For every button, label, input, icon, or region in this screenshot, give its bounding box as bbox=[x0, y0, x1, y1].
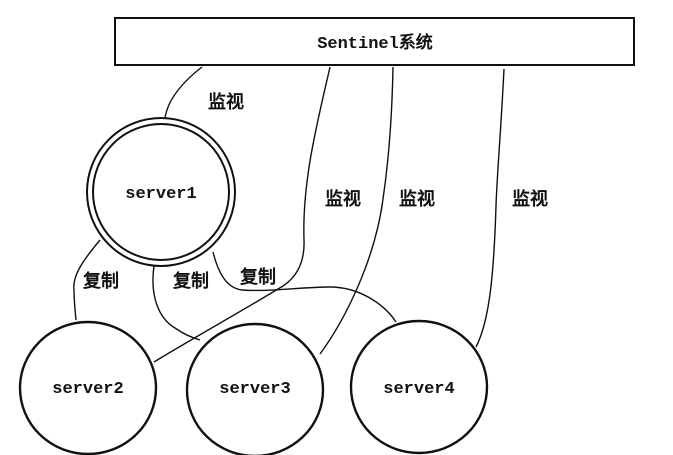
monitor-edge-server3 bbox=[319, 66, 394, 355]
replicate-label: 复制 bbox=[239, 266, 276, 288]
server4-node: server4 bbox=[349, 319, 489, 455]
server1-node: server1 bbox=[86, 117, 236, 267]
monitor-edge-server4 bbox=[475, 68, 505, 348]
server1-label: server1 bbox=[125, 185, 196, 204]
replicate-label: 复制 bbox=[82, 270, 119, 292]
replicate-edge-server3 bbox=[152, 265, 201, 341]
server4-label: server4 bbox=[383, 380, 454, 399]
monitor-label: 监视 bbox=[399, 188, 435, 210]
sentinel-label: Sentinel系统 bbox=[317, 32, 433, 54]
server3-node: server3 bbox=[185, 322, 325, 455]
monitor-edge-server2 bbox=[153, 66, 331, 363]
sentinel-system-box: Sentinel系统 bbox=[114, 17, 635, 66]
replicate-edge-server2 bbox=[73, 239, 101, 321]
server2-label: server2 bbox=[52, 380, 123, 399]
monitor-label: 监视 bbox=[512, 188, 548, 210]
server2-node: server2 bbox=[18, 320, 158, 455]
monitor-label: 监视 bbox=[208, 91, 244, 113]
replicate-label: 复制 bbox=[172, 270, 209, 292]
replicate-edge-server4 bbox=[212, 251, 397, 323]
monitor-label: 监视 bbox=[325, 188, 361, 210]
server3-label: server3 bbox=[219, 380, 290, 399]
monitor-edge-server1 bbox=[164, 66, 203, 119]
